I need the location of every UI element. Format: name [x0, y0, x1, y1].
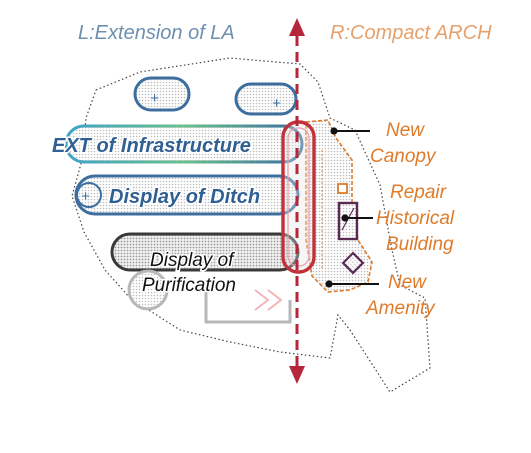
label-repair-line1: Repair: [390, 182, 447, 203]
infrastructure-capsule: [64, 124, 304, 164]
plus-sign-right: +: [272, 95, 281, 112]
plus-sign-left: +: [150, 90, 159, 107]
label-canopy-line1: New: [386, 120, 425, 141]
leader-amenity: [325, 280, 379, 288]
faint-arrow-hint: [254, 289, 283, 311]
label-ditch: Display of Ditch: [109, 186, 260, 208]
ditch-plus-circle: [76, 182, 102, 208]
label-repair-line2: Historical: [376, 208, 455, 229]
label-repair-line3: Building: [386, 234, 454, 255]
plus-capsule-right: [234, 82, 298, 116]
label-canopy-line2: Canopy: [370, 146, 437, 167]
label-purification-line1: Display of: [150, 250, 235, 271]
leader-canopy: [330, 127, 370, 135]
label-purification-line2: Purification: [142, 275, 236, 296]
label-infrastructure: EXT of Infrastructure: [52, 135, 251, 157]
arrow-up-icon: [289, 18, 305, 36]
site-boundary: [71, 57, 431, 393]
label-amenity-line1: New: [388, 272, 427, 293]
leader-repair: [341, 214, 373, 222]
plus-capsule-left: [133, 76, 191, 112]
arrow-down-icon: [289, 366, 305, 384]
gray-bracket-shape: [204, 280, 292, 324]
amenity-diamond: [341, 251, 365, 275]
small-square: [337, 183, 348, 194]
right-heading: R:Compact ARCH: [330, 22, 492, 44]
left-heading: L:Extension of LA: [78, 22, 235, 44]
plus-sign-ditch: +: [81, 188, 90, 205]
label-amenity-line2: Amenity: [365, 298, 436, 319]
gray-circle-shape: [127, 269, 169, 311]
